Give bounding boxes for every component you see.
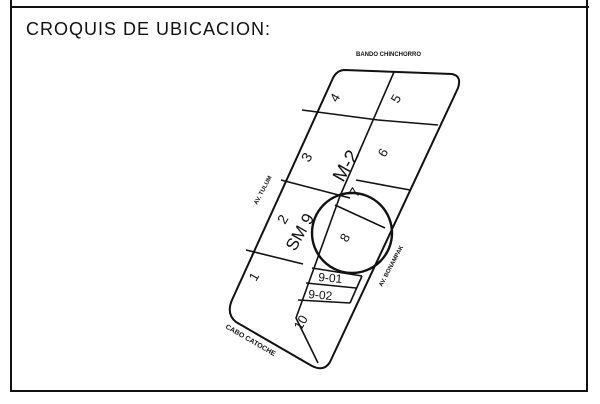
lot-divider-1-2	[245, 249, 304, 265]
lot-label-5: 5	[388, 92, 405, 106]
street-label-left: AV. TULUM	[253, 175, 273, 206]
lot-label-9-02: 9-02	[308, 287, 333, 303]
lot-label-2: 2	[274, 212, 292, 227]
block-spine	[295, 71, 395, 364]
lot-divider-8-9	[311, 267, 363, 277]
lot-divider-9-10	[297, 299, 351, 304]
lot-label-4: 4	[327, 91, 344, 105]
lot-label-10: 10	[291, 312, 311, 332]
highlight-circle	[310, 191, 394, 275]
frame-top-line	[11, 6, 589, 8]
lot-label-9-01: 9-01	[318, 270, 343, 286]
lot-label-6: 6	[375, 146, 392, 160]
lot-divider-9-01-9-02	[305, 282, 357, 289]
frame-right-line	[586, 0, 588, 392]
lot-divider-5-6	[377, 119, 439, 126]
lot-label-8: 8	[337, 231, 354, 245]
sketch-title: CROQUIS DE UBICACION:	[26, 19, 272, 39]
lot-divider-10-right	[349, 275, 363, 304]
lot-label-3: 3	[298, 150, 316, 165]
lot-divider-6-7	[355, 179, 411, 191]
lot-label-1: 1	[246, 270, 263, 284]
frame-left-line	[10, 0, 12, 392]
street-label-top: BANDO CHINCHORRO	[356, 52, 421, 58]
lot-divider-3-4	[301, 109, 379, 121]
frame-bottom-line	[11, 390, 588, 392]
block-outline	[228, 69, 461, 370]
lot-divider-7-8	[334, 204, 386, 229]
